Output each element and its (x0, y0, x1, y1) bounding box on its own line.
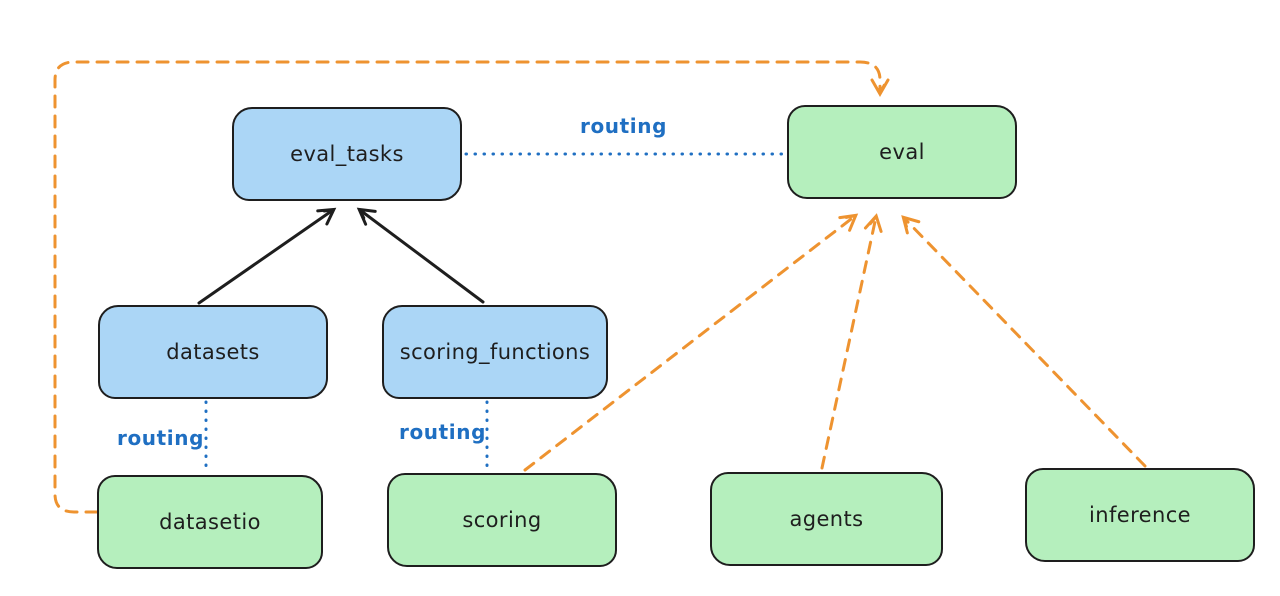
node-agents: agents (710, 472, 943, 566)
node-eval_tasks: eval_tasks (232, 107, 462, 201)
node-datasetio: datasetio (97, 475, 323, 569)
edge-label-routing-eval_tasks-eval: routing (580, 114, 668, 138)
node-eval: eval (787, 105, 1017, 199)
node-scoring_functions: scoring_functions (382, 305, 608, 399)
edge-scoring_functions-to-eval_tasks (356, 207, 485, 304)
node-scoring: scoring (387, 473, 617, 567)
edge-datasets-to-eval_tasks (197, 207, 337, 305)
edge-label-routing-datasets-datasetio: routing (117, 426, 205, 450)
node-datasets: datasets (98, 305, 328, 399)
node-inference: inference (1025, 468, 1255, 562)
edge-agents-to-eval (820, 213, 883, 470)
edge-inference-to-eval (901, 215, 1147, 468)
edge-label-routing-scoring_functions-scoring: routing (399, 420, 487, 444)
